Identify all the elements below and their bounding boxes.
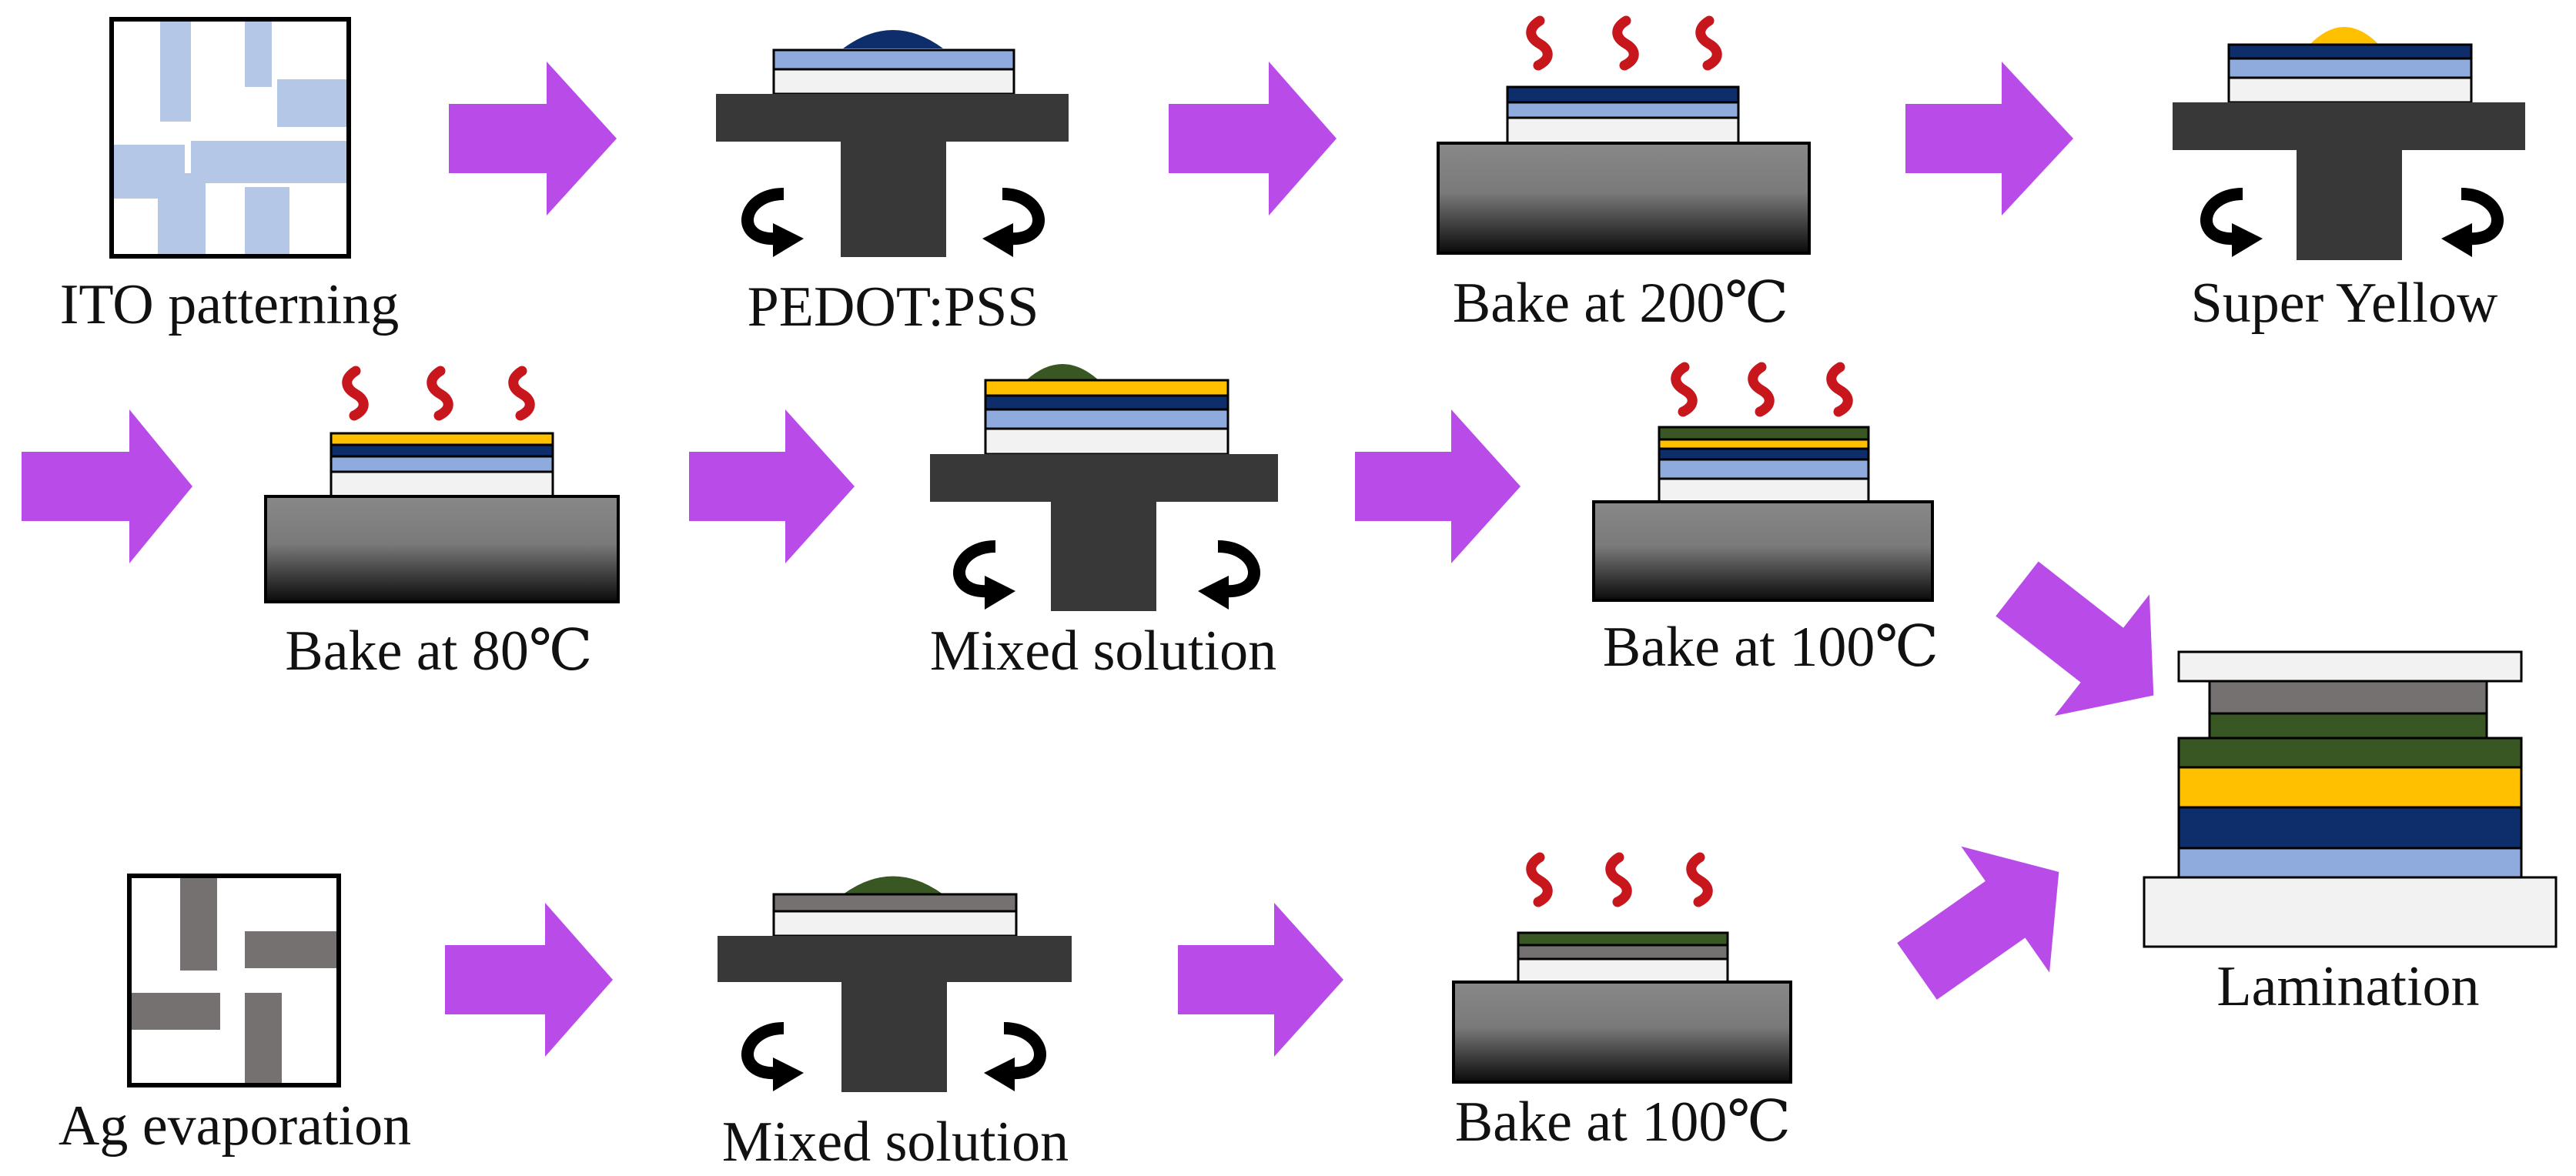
spin-arrow-icon	[953, 540, 1015, 610]
process-arrow-icon	[445, 903, 613, 1057]
spin-arrow-icon	[1198, 540, 1260, 610]
heat-wave-icon	[1612, 15, 1639, 71]
label-bake-100-a: Bake at 100℃	[1603, 616, 1939, 679]
label-pedot-pss: PEDOT:PSS	[748, 276, 1039, 339]
label-ito-patterning: ITO patterning	[60, 273, 399, 336]
heat-wave-icon	[1695, 15, 1722, 71]
heat-wave-icon	[1671, 362, 1698, 417]
heat-wave-icon	[1686, 852, 1713, 907]
spin-arrow-icon	[984, 1022, 1046, 1091]
heat-wave-icon	[1526, 15, 1553, 71]
ito-pattern-icon	[109, 17, 351, 259]
spin-arrow-icon	[741, 188, 804, 257]
process-arrow-icon	[1996, 561, 2154, 716]
spin-coater-mixed-solution-2	[718, 876, 1072, 1092]
heat-wave-icon	[1826, 362, 1853, 417]
ag-pattern-icon	[127, 874, 341, 1087]
heat-wave-icon	[427, 366, 453, 421]
spin-arrow-icon	[2200, 188, 2263, 257]
process-arrow-icon	[1897, 846, 2059, 1000]
process-arrow-icon	[449, 62, 617, 215]
spin-coater-pedot	[716, 30, 1069, 257]
label-mixed-solution-1: Mixed solution	[930, 620, 1276, 683]
heat-wave-icon	[508, 366, 535, 421]
hotplate-bake-200	[1437, 15, 1811, 255]
label-bake-200: Bake at 200℃	[1453, 272, 1788, 335]
spin-coater-super-yellow	[2173, 27, 2525, 260]
spin-coater-mixed-solution-1	[930, 364, 1278, 611]
label-bake-100-b: Bake at 100℃	[1455, 1091, 1791, 1154]
process-arrow-icon	[1355, 409, 1521, 563]
label-ag-evaporation: Ag evaporation	[59, 1094, 411, 1158]
spin-arrow-icon	[982, 188, 1045, 257]
label-mixed-solution-2: Mixed solution	[722, 1111, 1069, 1174]
spin-arrow-icon	[741, 1022, 804, 1091]
process-arrow-icon	[689, 409, 855, 563]
heat-wave-icon	[342, 366, 369, 421]
heat-wave-icon	[1748, 362, 1775, 417]
spin-arrow-icon	[2441, 188, 2504, 257]
heat-wave-icon	[1526, 852, 1553, 907]
process-arrow-icon	[1905, 62, 2073, 215]
process-arrow-icon	[1178, 903, 1343, 1057]
label-lamination: Lamination	[2216, 955, 2479, 1018]
process-arrow-icon	[22, 409, 192, 563]
label-bake-80: Bake at 80℃	[285, 620, 592, 683]
process-arrow-icon	[1169, 62, 1337, 215]
label-super-yellow: Super Yellow	[2191, 272, 2498, 335]
hotplate-bake-100-b	[1452, 852, 1792, 1084]
hotplate-bake-80	[264, 366, 620, 603]
heat-wave-icon	[1605, 852, 1632, 907]
hotplate-bake-100-a	[1592, 362, 1934, 602]
lamination-stack	[2143, 650, 2558, 948]
